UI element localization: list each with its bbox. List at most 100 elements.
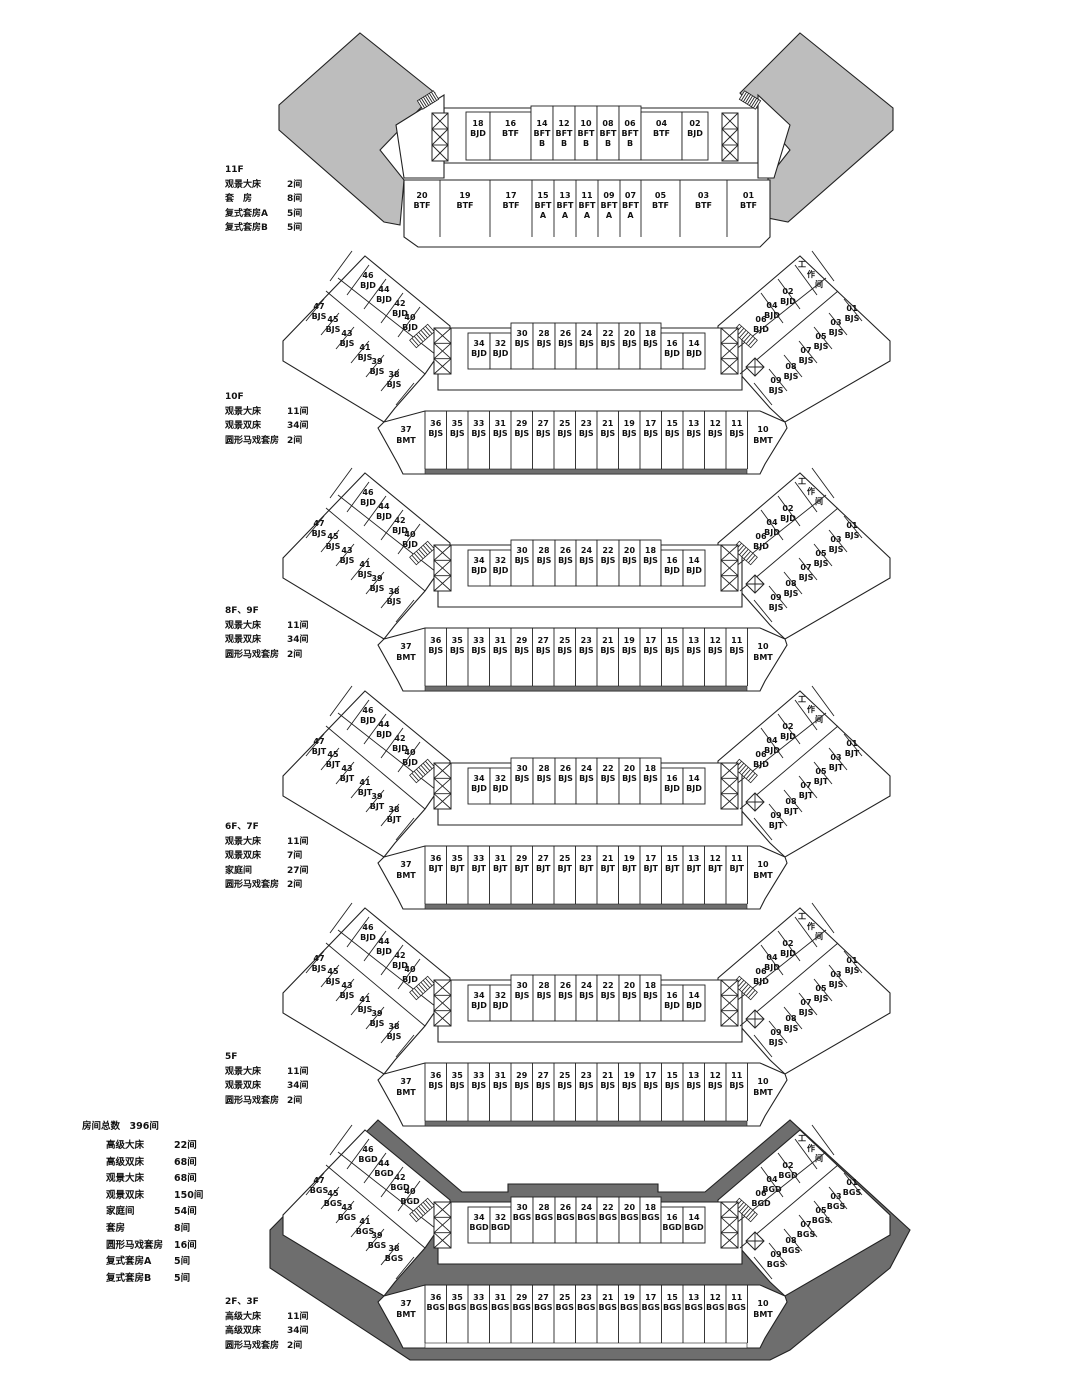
escalator-step — [741, 983, 749, 993]
work-room-label: 作 — [807, 1143, 815, 1153]
legend-room-type: 复式套房B — [225, 223, 268, 233]
escalator-step — [420, 546, 428, 556]
escalator-step — [748, 554, 756, 564]
stair-line — [720, 544, 739, 561]
room-divider — [365, 789, 385, 813]
floor-label: 2F、3F — [225, 1297, 259, 1307]
floor-label: 6F、7F — [225, 822, 259, 832]
total-room-type: 高级大床 — [106, 1140, 145, 1151]
room-type: BFT — [621, 129, 639, 138]
room-divider — [753, 817, 773, 841]
room-number: 31 — [495, 419, 507, 428]
stair-line — [720, 327, 739, 344]
room-number: 31 — [495, 1293, 507, 1302]
room-divider — [397, 306, 421, 338]
room-number: 29 — [516, 419, 528, 428]
room-number: 30 — [516, 546, 528, 555]
room-type: BJT — [622, 864, 637, 873]
room-number: 24 — [581, 1203, 593, 1212]
room-type: BJS — [537, 991, 552, 1000]
room-number: 16 — [666, 991, 678, 1000]
room-number: 19 — [624, 1293, 636, 1302]
room-number: 20 — [624, 329, 636, 338]
room-number: 16 — [666, 1213, 678, 1222]
legend-room-type: 观景大床 — [225, 406, 262, 417]
room-number: 23 — [581, 636, 592, 645]
escalator-icon — [738, 90, 762, 110]
room-type: BJD — [376, 730, 392, 739]
room-type: BJS — [558, 556, 573, 565]
legend-room-type: 圆形马戏套房 — [225, 1095, 280, 1106]
room-type: BJD — [392, 744, 408, 753]
room-divider — [753, 599, 773, 623]
room-type: BJS — [340, 556, 355, 565]
bottom-room-block — [403, 179, 771, 248]
room-number: 08 — [785, 1014, 797, 1023]
room-number: 17 — [505, 191, 516, 200]
room-type: BJS — [708, 429, 723, 438]
legend-room-count: 2间 — [287, 179, 303, 190]
legend-room-count: 5间 — [287, 208, 303, 219]
room-type: BJD — [686, 784, 702, 793]
room-number: 04 — [766, 736, 778, 745]
room-type: BJT — [729, 864, 744, 873]
escalator-icon — [732, 975, 758, 1001]
room-type: BFT — [600, 201, 618, 210]
stair-line — [433, 793, 452, 810]
room-number: 27 — [538, 1071, 549, 1080]
total-room-type: 复式套房B — [106, 1272, 152, 1284]
room-type: BMT — [396, 1088, 416, 1097]
room-number: 03 — [830, 535, 841, 544]
room-number: 23 — [581, 419, 592, 428]
room-type: BGS — [767, 1260, 786, 1269]
room-type: BJD — [780, 514, 796, 523]
room-type: BJS — [845, 314, 860, 323]
room-divider — [794, 1138, 818, 1170]
room-number: 18 — [645, 546, 657, 555]
room-divider — [798, 1214, 818, 1238]
room — [681, 111, 709, 161]
escalator-step — [416, 985, 424, 995]
room-number: 31 — [495, 636, 507, 645]
room-number: 10 — [757, 1077, 769, 1086]
room-divider — [395, 382, 415, 406]
room-type: BJD — [780, 949, 796, 958]
escalator-step — [413, 552, 422, 562]
room-number: 11 — [731, 854, 743, 863]
room-number: 10 — [757, 425, 769, 434]
room-number: 34 — [473, 556, 485, 565]
work-room-label: 作 — [807, 269, 815, 279]
room-number: 03 — [698, 191, 709, 200]
room-number: 17 — [645, 636, 656, 645]
room-divider — [843, 515, 863, 539]
escalator-step — [750, 98, 758, 107]
room-divider — [363, 495, 387, 527]
room-type: BJD — [764, 746, 780, 755]
room-type: BJS — [643, 556, 658, 565]
room-number: 44 — [378, 502, 390, 511]
room-number: 12 — [710, 1293, 721, 1302]
room-divider — [760, 509, 784, 541]
room-divider — [329, 1124, 353, 1156]
total-room-count: 22间 — [174, 1140, 197, 1151]
work-room-label: 工 — [798, 695, 806, 704]
room-type: BJS — [686, 1081, 701, 1090]
corridor-wall — [337, 494, 441, 576]
room-type: BJD — [471, 349, 487, 358]
legend-room-type: 观景双床 — [225, 421, 262, 431]
room-type: BJT — [784, 807, 799, 816]
room-divider — [365, 571, 385, 595]
room-type: BJS — [514, 646, 529, 655]
room-number: 39 — [371, 792, 383, 801]
room-divider — [380, 803, 400, 827]
room-divider — [350, 557, 370, 581]
room-type: BJD — [360, 716, 376, 725]
escalator-step — [748, 1211, 756, 1221]
room-type: BJS — [340, 991, 355, 1000]
